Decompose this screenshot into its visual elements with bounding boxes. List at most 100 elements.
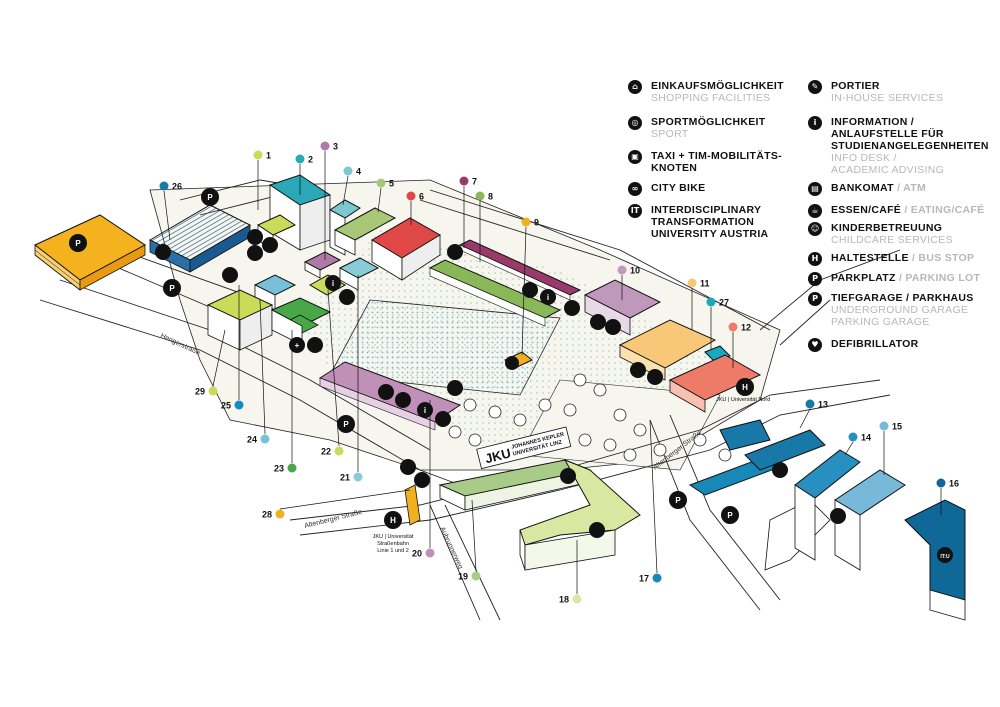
bicycle-icon [247, 245, 263, 261]
building-number-16: 16 [949, 479, 959, 489]
building-marker-dot-26 [159, 181, 169, 191]
building-5 [333, 207, 397, 256]
stop-tram-line3: Linie 1 und 2 [377, 548, 409, 554]
first-aid-glyph: + [295, 341, 300, 350]
parking-label: P [207, 193, 213, 202]
parking-label: P [169, 284, 175, 293]
building-marker-dot-16 [936, 478, 946, 488]
legend-label: CITY BIKE [651, 182, 706, 194]
legend-label-en: ACADEMIC ADVISING [831, 164, 945, 176]
building-marker-dot-8 [475, 191, 485, 201]
shopping-bag-icon: ⌂ [628, 80, 642, 94]
legend-label: ESSEN/CAFÉ / EATING/CAFÉ [831, 204, 985, 216]
info-icon [325, 275, 341, 291]
garage-icon [669, 491, 687, 509]
building-number-3: 3 [333, 142, 338, 152]
building-number-25: 25 [221, 401, 231, 411]
atm-icon [564, 300, 580, 316]
defibrillator-icon [289, 337, 305, 353]
building-marker-dot-2 [295, 154, 305, 164]
shopping-bag-icon [590, 314, 606, 330]
building-15 [834, 469, 906, 571]
porter-key-icon: ✎ [808, 80, 822, 94]
legend-label-en: IN-HOUSE SERVICES [831, 92, 944, 104]
building-marker-dot-4 [343, 166, 353, 176]
stop-tram-line1: JKU | Universität [373, 534, 414, 540]
parking-label: P [75, 239, 81, 248]
parking-icon [163, 279, 181, 297]
building-number-9: 9 [534, 218, 539, 228]
building-number-29: 29 [195, 387, 205, 397]
legend-label: PORTIER [831, 80, 880, 92]
info-glyph: i [332, 279, 334, 288]
building-number-14: 14 [861, 433, 871, 443]
sport-ball-icon [222, 267, 238, 283]
marker-leader-line [377, 187, 382, 213]
building-marker-dot-12 [728, 322, 738, 332]
legend-label: HALTESTELLE / BUS STOP [831, 252, 975, 264]
building-number-24: 24 [247, 435, 257, 445]
legend-label: KINDERBETREUUNG [831, 222, 943, 234]
building-marker-dot-3 [320, 141, 330, 151]
taxi-car-icon: ▣ [628, 150, 642, 164]
atm-icon [339, 289, 355, 305]
legend-label: STUDIENANGELEGENHEITEN [831, 140, 989, 152]
legend-label: TIEFGARAGE / PARKHAUS [831, 292, 974, 304]
map-icons [69, 188, 953, 563]
porter-key-icon [247, 229, 263, 245]
building-marker-dot-17 [652, 573, 662, 583]
building-marker-dot-18 [572, 594, 582, 604]
shopping-bag-icon [522, 282, 538, 298]
defibrillator-icon [307, 337, 323, 353]
legend-label: DEFIBRILLATOR [831, 338, 919, 350]
building-marker-dot-13 [805, 399, 815, 409]
stop-nord: JKU | Universität Nord [716, 397, 770, 403]
map-icon-glyphs: P P P P P P H H i i i + IT:U [75, 193, 950, 560]
building-14 [794, 449, 861, 561]
legend-label-en: UNDERGROUND GARAGE [831, 304, 969, 316]
marker-leader-line [163, 190, 171, 241]
cafe-cup-icon [447, 244, 463, 260]
legend-label: TRANSFORMATION [651, 216, 755, 228]
campus-ground [149, 179, 781, 471]
building-number-27: 27 [719, 298, 729, 308]
building-number-17: 17 [639, 574, 649, 584]
building-marker-dot-15 [879, 421, 889, 431]
legend-label-en: / ATM [893, 182, 927, 194]
shopping-bag-icon [378, 384, 394, 400]
building-marker-dot-5 [376, 178, 386, 188]
legend-label-en: SPORT [651, 128, 689, 140]
building-number-5: 5 [389, 179, 394, 189]
defibrillator-icon [630, 362, 646, 378]
building-16 [904, 499, 966, 621]
building-number-6: 6 [419, 192, 424, 202]
building-marker-dot-29 [208, 386, 218, 396]
defibrillator-icon [435, 411, 451, 427]
parking-label: P [343, 420, 349, 429]
legend-label: UNIVERSITY AUSTRIA [651, 228, 769, 240]
building-marker-dot-24 [260, 434, 270, 444]
legend-label: INTERDISCIPLINARY [651, 204, 762, 216]
cafe-cup-icon: ☕ [808, 204, 822, 218]
sport-ball-icon [395, 392, 411, 408]
legend-label-en: PARKING GARAGE [831, 316, 930, 328]
childcare-icon [605, 319, 621, 335]
building-number-1: 1 [266, 151, 271, 161]
legend-label: KNOTEN [651, 162, 698, 174]
marker-leader-line [844, 441, 854, 456]
marker-leader-line [327, 289, 340, 447]
legend-label: EINKAUFSMÖGLICHKEIT [651, 80, 784, 92]
cafe-cup-icon [647, 369, 663, 385]
defibrillator-icon [772, 462, 788, 478]
it-u-icon [937, 547, 953, 563]
building-number-13: 13 [818, 400, 828, 410]
garage-icon [721, 506, 739, 524]
building-number-11: 11 [700, 279, 710, 289]
stop-tram-line2: Straßenbahn [377, 541, 409, 547]
building-number-8: 8 [488, 192, 493, 202]
parking-icon: P [808, 272, 822, 286]
legend-label: INFORMATION / [831, 116, 915, 128]
tram-stop-tower [404, 484, 421, 526]
